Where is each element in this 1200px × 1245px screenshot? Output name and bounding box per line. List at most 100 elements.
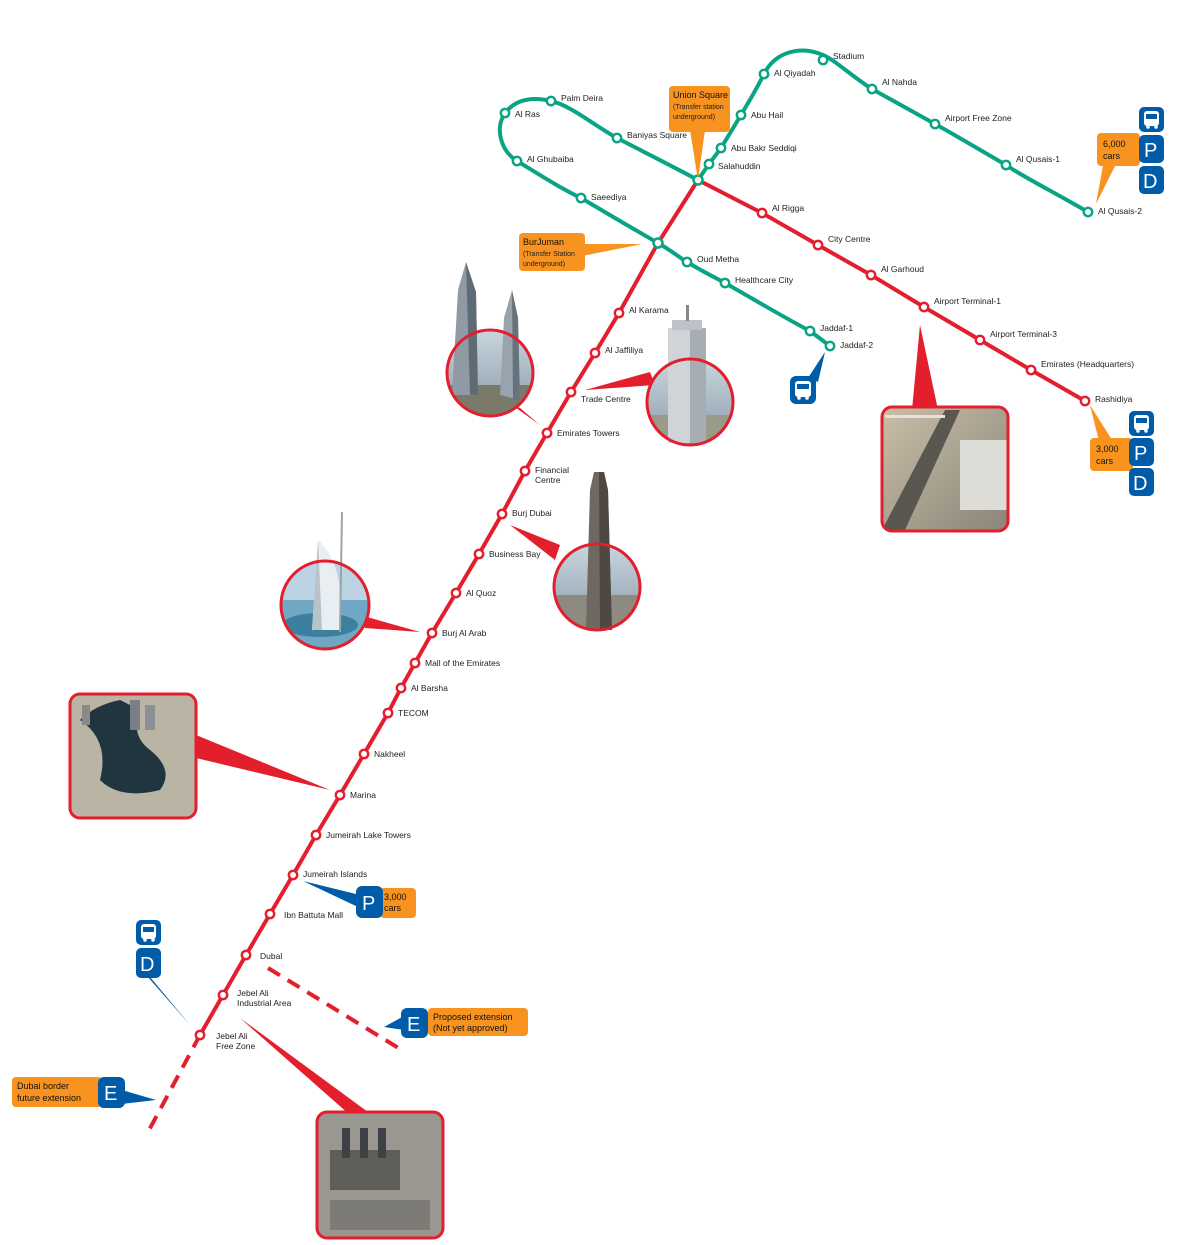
station-jaddaf-2[interactable] bbox=[824, 340, 836, 352]
jumeirah-parking: 3,000 cars P bbox=[303, 881, 416, 918]
station-emirates-towers[interactable] bbox=[541, 427, 553, 439]
station-label-jebel-ali-industrial-line2: Industrial Area bbox=[237, 998, 292, 1008]
station-label-rashidiya: Rashidiya bbox=[1095, 394, 1133, 404]
jumeirah-parking-unit: cars bbox=[384, 903, 402, 913]
station-jebel-ali-industrial[interactable] bbox=[217, 989, 229, 1001]
station-al-ghubaiba[interactable] bbox=[511, 155, 523, 167]
rashidiya-facilities: 3,000 cars P D bbox=[1090, 405, 1154, 496]
red-line bbox=[146, 178, 1087, 1133]
bus-icon bbox=[1144, 111, 1159, 129]
jebel-ali-depot: D bbox=[136, 920, 190, 1025]
station-burj-al-arab[interactable] bbox=[426, 627, 438, 639]
qusais-parking-unit: cars bbox=[1103, 151, 1121, 161]
station-label-al-rigga: Al Rigga bbox=[772, 203, 804, 213]
jaddaf-bus bbox=[790, 352, 825, 404]
station-jebel-ali-free-zone[interactable] bbox=[194, 1029, 206, 1041]
photo-trade-centre bbox=[645, 305, 735, 447]
station-label-jebel-ali-free-zone: Jebel Ali bbox=[216, 1031, 248, 1041]
station-tecom[interactable] bbox=[382, 707, 394, 719]
station-abu-hail[interactable] bbox=[735, 109, 747, 121]
station-label-al-qiyadah: Al Qiyadah bbox=[774, 68, 816, 78]
station-nakheel[interactable] bbox=[358, 748, 370, 760]
parking-icon: P bbox=[362, 893, 375, 915]
depot-icon: D bbox=[140, 954, 154, 976]
burjuman-transfer[interactable] bbox=[652, 237, 664, 249]
station-label-jaddaf-1: Jaddaf-1 bbox=[820, 323, 853, 333]
station-airport-terminal-3[interactable] bbox=[974, 334, 986, 346]
jumeirah-parking-count: 3,000 bbox=[384, 892, 407, 902]
station-label-jumeirah-islands: Jumeirah Islands bbox=[303, 869, 367, 879]
station-jumeirah-lake-towers[interactable] bbox=[310, 829, 322, 841]
station-label-al-qusais-2: Al Qusais-2 bbox=[1098, 206, 1142, 216]
dubai-border-callout: Dubai border future extension E bbox=[12, 1077, 156, 1108]
station-al-barsha[interactable] bbox=[395, 682, 407, 694]
station-label-al-ghubaiba: Al Ghubaiba bbox=[527, 154, 574, 164]
station-ibn-battuta-mall[interactable] bbox=[264, 908, 276, 920]
station-label-baniyas-square: Baniyas Square bbox=[627, 130, 687, 140]
station-al-qusais-1[interactable] bbox=[1000, 159, 1012, 171]
station-burj-dubai[interactable] bbox=[496, 508, 508, 520]
station-label-dubal: Dubal bbox=[260, 951, 282, 961]
station-healthcare-city[interactable] bbox=[719, 277, 731, 289]
station-label-abu-bakr-seddiqi: Abu Bakr Seddiqi bbox=[731, 143, 797, 153]
station-trade-centre[interactable] bbox=[565, 386, 577, 398]
depot-icon: D bbox=[1143, 171, 1157, 193]
station-al-nahda[interactable] bbox=[866, 83, 878, 95]
station-label-city-centre: City Centre bbox=[828, 234, 871, 244]
station-salahuddin[interactable] bbox=[703, 158, 715, 170]
station-abu-bakr-seddiqi[interactable] bbox=[715, 142, 727, 154]
station-al-qusais-2[interactable] bbox=[1082, 206, 1094, 218]
depot-icon: D bbox=[1133, 473, 1147, 495]
station-label-al-garhoud: Al Garhoud bbox=[881, 264, 924, 274]
station-palm-deira[interactable] bbox=[545, 95, 557, 107]
station-label-al-karama: Al Karama bbox=[629, 305, 669, 315]
station-label-airport-free-zone: Airport Free Zone bbox=[945, 113, 1012, 123]
station-airport-terminal-1[interactable] bbox=[918, 301, 930, 313]
future-extension-dashed bbox=[146, 1034, 202, 1133]
station-al-garhoud[interactable] bbox=[865, 269, 877, 281]
burjuman-callout: BurJuman (Transfer Station underground) bbox=[519, 233, 642, 271]
station-jumeirah-islands[interactable] bbox=[287, 869, 299, 881]
station-marina[interactable] bbox=[334, 789, 346, 801]
station-label-marina: Marina bbox=[350, 790, 376, 800]
qusais-facilities: 6,000 cars P D bbox=[1096, 107, 1164, 204]
station-label-abu-hail: Abu Hail bbox=[751, 110, 783, 120]
station-mall-of-the-emirates[interactable] bbox=[409, 657, 421, 669]
rashidiya-parking-unit: cars bbox=[1096, 456, 1114, 466]
station-label-healthcare-city: Healthcare City bbox=[735, 275, 794, 285]
station-stadium[interactable] bbox=[817, 54, 829, 66]
station-label-ibn-battuta-mall: Ibn Battuta Mall bbox=[284, 910, 343, 920]
station-al-qiyadah[interactable] bbox=[758, 68, 770, 80]
parking-icon: P bbox=[1144, 140, 1157, 162]
station-al-ras[interactable] bbox=[499, 107, 511, 119]
burjuman-sub1: (Transfer Station bbox=[523, 251, 575, 258]
station-city-centre[interactable] bbox=[812, 239, 824, 251]
station-business-bay[interactable] bbox=[473, 548, 485, 560]
station-label-al-quoz: Al Quoz bbox=[466, 588, 496, 598]
station-al-rigga[interactable] bbox=[756, 207, 768, 219]
bus-icon bbox=[795, 381, 811, 400]
station-label-al-barsha: Al Barsha bbox=[411, 683, 448, 693]
bus-icon bbox=[141, 924, 156, 942]
station-saeediya[interactable] bbox=[575, 192, 587, 204]
extension-icon: E bbox=[104, 1083, 117, 1105]
station-jaddaf-1[interactable] bbox=[804, 325, 816, 337]
green-line-stations bbox=[499, 54, 1094, 352]
union-square-sub2: underground) bbox=[673, 114, 715, 121]
station-baniyas-square[interactable] bbox=[611, 132, 623, 144]
station-label-al-qusais-1: Al Qusais-1 bbox=[1016, 154, 1060, 164]
station-dubal[interactable] bbox=[240, 949, 252, 961]
station-al-quoz[interactable] bbox=[450, 587, 462, 599]
station-al-karama[interactable] bbox=[613, 307, 625, 319]
station-airport-free-zone[interactable] bbox=[929, 118, 941, 130]
proposed-extension-line1: Proposed extension bbox=[433, 1012, 513, 1022]
station-rashidiya[interactable] bbox=[1079, 395, 1091, 407]
station-emirates-hq[interactable] bbox=[1025, 364, 1037, 376]
station-financial-centre[interactable] bbox=[519, 465, 531, 477]
station-oud-metha[interactable] bbox=[681, 256, 693, 268]
photo-burj-dubai bbox=[552, 472, 642, 632]
station-label-financial-centre: Financial bbox=[535, 465, 569, 475]
station-al-jaffiliya[interactable] bbox=[589, 347, 601, 359]
